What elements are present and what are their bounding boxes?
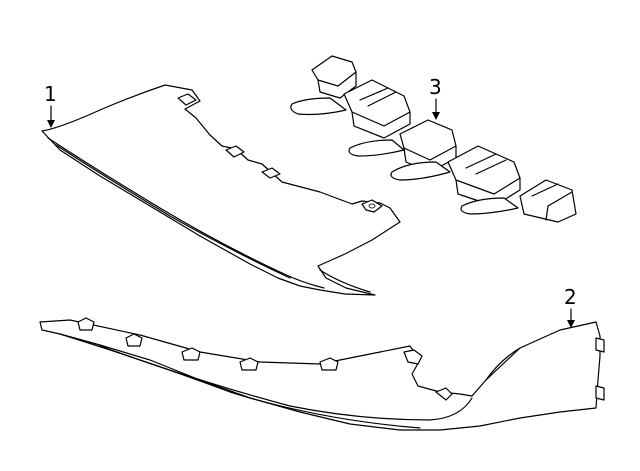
callout-3: 3 xyxy=(429,75,442,120)
callout-1-label: 1 xyxy=(44,82,57,106)
callout-2-label: 2 xyxy=(564,285,577,309)
part-3-bracket-set xyxy=(290,55,577,223)
callout-2: 2 xyxy=(564,285,577,328)
callout-3-label: 3 xyxy=(429,75,442,99)
callout-1: 1 xyxy=(44,82,57,128)
part-1-upper-panel xyxy=(41,84,401,296)
part-2-lower-lip xyxy=(39,317,605,431)
